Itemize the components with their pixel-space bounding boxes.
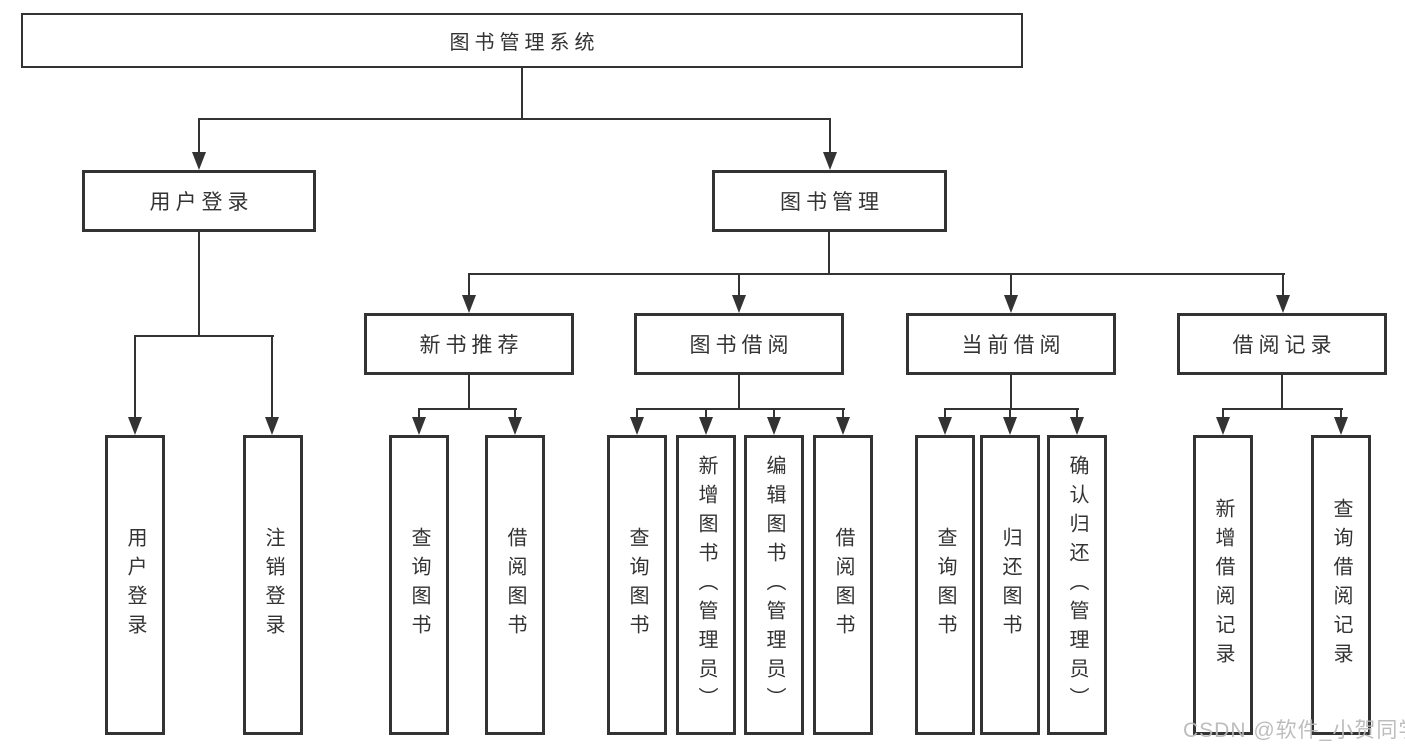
arrow-down-icon bbox=[767, 417, 781, 435]
arrow-down-icon bbox=[1334, 417, 1348, 435]
connector-nb-hbar bbox=[418, 408, 517, 410]
connector-to-leaf-user-login bbox=[134, 335, 136, 420]
connector-to-current-borrow bbox=[1010, 273, 1012, 298]
leaf-cb-query-books: 查询图书 bbox=[915, 435, 975, 735]
arrow-down-icon bbox=[630, 417, 644, 435]
node-book-management-label: 图书管理 bbox=[780, 191, 884, 214]
leaf-bb-edit-books-admin-label: 编辑图书（管理员） bbox=[763, 454, 785, 716]
connector-bb-leaf4 bbox=[842, 408, 844, 422]
connector-user-login-stem bbox=[198, 232, 200, 335]
leaf-bb-query-books: 查询图书 bbox=[607, 435, 667, 735]
leaf-logout-label: 注销登录 bbox=[262, 527, 284, 643]
leaf-cb-query-books-label: 查询图书 bbox=[934, 527, 956, 643]
leaf-nb-query-books-label: 查询图书 bbox=[408, 527, 430, 643]
node-root: 图书管理系统 bbox=[21, 13, 1023, 68]
connector-book-management-stem bbox=[828, 232, 830, 273]
node-user-login-label: 用户登录 bbox=[149, 191, 254, 214]
leaf-bb-borrow-books: 借阅图书 bbox=[813, 435, 873, 735]
connector-bb-hbar bbox=[636, 408, 845, 410]
connector-to-book-borrow bbox=[738, 273, 740, 298]
node-current-borrow-label: 当前借阅 bbox=[961, 334, 1066, 357]
arrow-down-icon bbox=[128, 417, 142, 435]
connector-cb-hbar bbox=[944, 408, 1079, 410]
leaf-br-query-record: 查询借阅记录 bbox=[1311, 435, 1371, 735]
connector-to-book-management bbox=[829, 118, 831, 156]
node-user-login: 用户登录 bbox=[82, 170, 316, 232]
leaf-user-login: 用户登录 bbox=[105, 435, 165, 735]
arrow-down-icon bbox=[508, 417, 522, 435]
connector-to-leaf-logout bbox=[271, 335, 273, 420]
connector-cb-leaf2 bbox=[1009, 408, 1011, 422]
connector-user-login-hbar bbox=[134, 335, 274, 337]
connector-cb-leaf1 bbox=[944, 408, 946, 422]
connector-bb-stem bbox=[738, 375, 740, 408]
connector-bb-leaf2 bbox=[705, 408, 707, 422]
leaf-bb-borrow-books-label: 借阅图书 bbox=[832, 527, 854, 643]
connector-cb-leaf3 bbox=[1076, 408, 1078, 422]
leaf-bb-edit-books-admin: 编辑图书（管理员） bbox=[744, 435, 804, 735]
connector-nb-stem bbox=[468, 375, 470, 408]
arrow-down-icon bbox=[1276, 295, 1290, 313]
watermark: CSDN @软件_小贺同学 bbox=[1183, 719, 1405, 742]
leaf-cb-confirm-return-admin: 确认归还（管理员） bbox=[1047, 435, 1107, 735]
arrow-down-icon bbox=[823, 152, 837, 170]
connector-bb-leaf1 bbox=[636, 408, 638, 422]
leaf-nb-borrow-books: 借阅图书 bbox=[485, 435, 545, 735]
connector-book-management-hbar bbox=[468, 273, 1285, 275]
connector-bb-leaf3 bbox=[773, 408, 775, 422]
leaf-br-query-record-label: 查询借阅记录 bbox=[1330, 498, 1352, 672]
connector-cb-stem bbox=[1010, 375, 1012, 408]
node-root-label: 图书管理系统 bbox=[449, 32, 600, 54]
node-book-management: 图书管理 bbox=[712, 170, 947, 232]
node-borrow-records: 借阅记录 bbox=[1177, 313, 1387, 375]
node-borrow-records-label: 借阅记录 bbox=[1232, 334, 1337, 357]
connector-nb-leaf2 bbox=[514, 408, 516, 422]
arrow-down-icon bbox=[265, 417, 279, 435]
arrow-down-icon bbox=[1216, 417, 1230, 435]
leaf-br-add-record-label: 新增借阅记录 bbox=[1212, 498, 1234, 672]
connector-br-hbar bbox=[1222, 408, 1343, 410]
arrow-down-icon bbox=[1003, 417, 1017, 435]
arrow-down-icon bbox=[462, 295, 476, 313]
leaf-cb-confirm-return-admin-label: 确认归还（管理员） bbox=[1066, 454, 1088, 716]
leaf-br-add-record: 新增借阅记录 bbox=[1193, 435, 1253, 735]
leaf-cb-return-books-label: 归还图书 bbox=[999, 527, 1021, 643]
connector-nb-leaf1 bbox=[418, 408, 420, 422]
leaf-logout: 注销登录 bbox=[243, 435, 303, 735]
leaf-nb-borrow-books-label: 借阅图书 bbox=[504, 527, 526, 643]
node-book-borrow: 图书借阅 bbox=[634, 313, 844, 375]
arrow-down-icon bbox=[1070, 417, 1084, 435]
arrow-down-icon bbox=[938, 417, 952, 435]
connector-root-stem bbox=[521, 68, 523, 118]
arrow-down-icon bbox=[699, 417, 713, 435]
node-new-book-recommend-label: 新书推荐 bbox=[419, 334, 524, 357]
arrow-down-icon bbox=[1004, 295, 1018, 313]
arrow-down-icon bbox=[412, 417, 426, 435]
node-current-borrow: 当前借阅 bbox=[906, 313, 1116, 375]
leaf-cb-return-books: 归还图书 bbox=[980, 435, 1040, 735]
connector-to-user-login bbox=[198, 118, 200, 156]
connector-br-leaf2 bbox=[1340, 408, 1342, 422]
connector-to-borrow-records bbox=[1282, 273, 1284, 298]
connector-to-new-book-recommend bbox=[468, 273, 470, 298]
arrow-down-icon bbox=[836, 417, 850, 435]
connector-br-leaf1 bbox=[1222, 408, 1224, 422]
connector-br-stem bbox=[1281, 375, 1283, 408]
leaf-bb-query-books-label: 查询图书 bbox=[626, 527, 648, 643]
leaf-user-login-label: 用户登录 bbox=[124, 527, 146, 643]
connector-root-hbar bbox=[198, 118, 831, 120]
arrow-down-icon bbox=[732, 295, 746, 313]
node-new-book-recommend: 新书推荐 bbox=[364, 313, 574, 375]
leaf-nb-query-books: 查询图书 bbox=[389, 435, 449, 735]
arrow-down-icon bbox=[192, 152, 206, 170]
leaf-bb-add-books-admin-label: 新增图书（管理员） bbox=[695, 454, 717, 716]
node-book-borrow-label: 图书借阅 bbox=[689, 334, 794, 357]
leaf-bb-add-books-admin: 新增图书（管理员） bbox=[676, 435, 736, 735]
